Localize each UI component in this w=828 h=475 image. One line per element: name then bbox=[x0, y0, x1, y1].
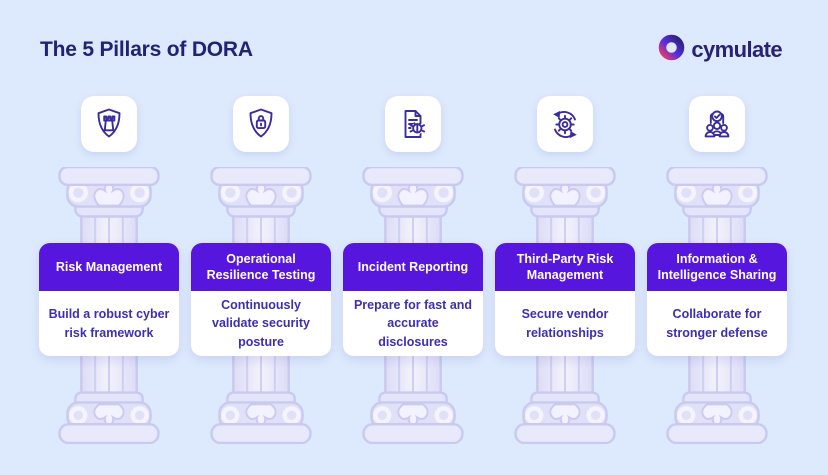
brand-logo: cymulate bbox=[658, 34, 783, 66]
incident-report-bug-icon bbox=[395, 106, 431, 142]
pillar-title: Risk Management bbox=[39, 243, 179, 291]
pillar-description: Build a robust cyber risk framework bbox=[39, 291, 179, 356]
third-party-cycle-icon bbox=[547, 106, 583, 142]
pillar-column-operational-resilience: Operational Resilience Testing Continuou… bbox=[191, 96, 331, 444]
pillar-description: Prepare for fast and accurate disclosure… bbox=[343, 291, 483, 356]
pillar-description: Collaborate for stronger defense bbox=[647, 291, 787, 356]
icon-card bbox=[689, 96, 745, 152]
cymulate-ring-icon bbox=[658, 34, 685, 66]
pillar-column-incident-reporting: Incident Reporting Prepare for fast and … bbox=[343, 96, 483, 444]
pillar-title: Operational Resilience Testing bbox=[191, 243, 331, 291]
shield-lock-icon bbox=[243, 106, 279, 142]
pillar-title: Information & Intelligence Sharing bbox=[647, 243, 787, 291]
pillar-column-information-sharing: Information & Intelligence Sharing Colla… bbox=[647, 96, 787, 444]
page-title: The 5 Pillars of DORA bbox=[40, 38, 253, 61]
pillar-column-third-party-risk: Third-Party Risk Management Secure vendo… bbox=[495, 96, 635, 444]
icon-card bbox=[385, 96, 441, 152]
pillar-column-risk-management: Risk Management Build a robust cyber ris… bbox=[39, 96, 179, 444]
pillar-card: Third-Party Risk Management Secure vendo… bbox=[495, 243, 635, 356]
brand-name: cymulate bbox=[691, 37, 782, 62]
pillar-title: Third-Party Risk Management bbox=[495, 243, 635, 291]
icon-card bbox=[81, 96, 137, 152]
icon-card bbox=[233, 96, 289, 152]
pillar-card: Risk Management Build a robust cyber ris… bbox=[39, 243, 179, 356]
icon-card bbox=[537, 96, 593, 152]
pillar-card: Operational Resilience Testing Continuou… bbox=[191, 243, 331, 356]
team-check-icon bbox=[699, 106, 735, 142]
shield-rook-icon bbox=[91, 106, 127, 142]
pillar-description: Continuously validate security posture bbox=[191, 291, 331, 356]
pillar-card: Information & Intelligence Sharing Colla… bbox=[647, 243, 787, 356]
pillar-description: Secure vendor relationships bbox=[495, 291, 635, 356]
page-header: The 5 Pillars of DORA cymulate bbox=[0, 0, 828, 66]
pillar-title: Incident Reporting bbox=[343, 243, 483, 291]
pillar-card: Incident Reporting Prepare for fast and … bbox=[343, 243, 483, 356]
pillars-row: Risk Management Build a robust cyber ris… bbox=[0, 96, 828, 444]
